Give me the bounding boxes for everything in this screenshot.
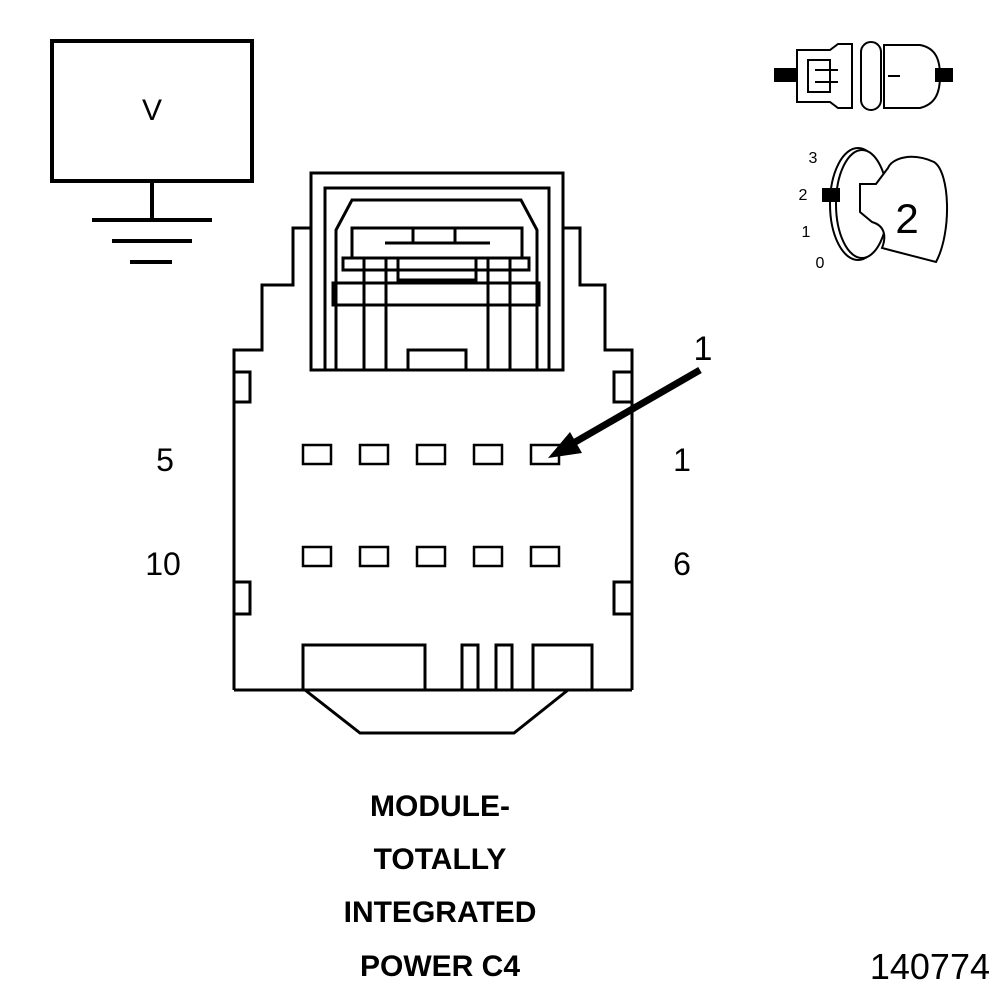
terminal-cavity bbox=[529, 545, 561, 568]
key-position-0: 0 bbox=[816, 255, 825, 272]
callout-number: 1 bbox=[694, 330, 713, 368]
caption-line-4: POWER C4 bbox=[359, 950, 521, 983]
pin-label-bottom-left: 10 bbox=[145, 546, 181, 582]
key-selected-position: 2 bbox=[895, 195, 918, 242]
terminal-cavity bbox=[415, 443, 447, 466]
ignition-key-icon bbox=[822, 147, 949, 264]
voltmeter-symbol bbox=[50, 39, 254, 264]
connector-face bbox=[232, 171, 634, 735]
caption-line-1: MODULE- bbox=[370, 790, 510, 823]
terminal-cavity bbox=[301, 443, 333, 466]
terminal-cavity bbox=[358, 545, 390, 568]
pin-label-top-left: 5 bbox=[156, 442, 174, 478]
disconnected-connector-icon bbox=[774, 41, 953, 111]
terminal-cavity bbox=[472, 545, 504, 568]
arrowhead-icon bbox=[548, 432, 582, 458]
voltmeter-label: V bbox=[142, 94, 162, 127]
key-position-marker bbox=[822, 188, 840, 202]
pin-label-top-right: 1 bbox=[673, 442, 691, 478]
key-position-2: 2 bbox=[799, 187, 808, 204]
callout-arrow bbox=[548, 366, 702, 458]
terminal-cavity bbox=[358, 443, 390, 466]
terminal-cavity bbox=[472, 443, 504, 466]
caption-line-2: TOTALLY bbox=[373, 843, 507, 876]
key-position-3: 3 bbox=[809, 150, 818, 167]
caption-line-3: INTEGRATED bbox=[343, 896, 537, 929]
terminal-cavities bbox=[301, 443, 561, 568]
terminal-cavity bbox=[301, 545, 333, 568]
pin-label-bottom-right: 6 bbox=[673, 546, 691, 582]
figure-number: 140774 bbox=[869, 946, 990, 987]
terminal-cavity bbox=[415, 545, 447, 568]
key-position-1: 1 bbox=[802, 224, 811, 241]
